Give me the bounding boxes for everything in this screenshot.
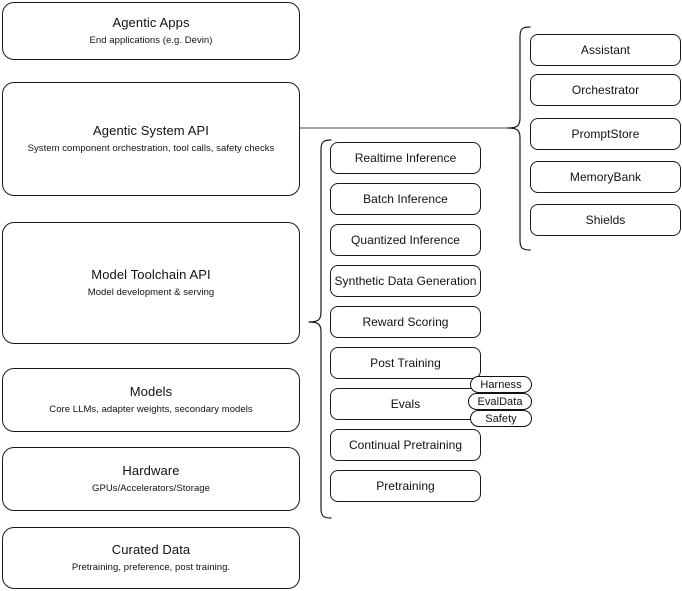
badge-harness[interactable]: Harness [470, 376, 532, 393]
layer-subtitle: System component orchestration, tool cal… [27, 143, 275, 154]
layer-models[interactable]: Models Core LLMs, adapter weights, secon… [2, 368, 300, 432]
layer-title: Model Toolchain API [91, 267, 211, 282]
node-continual-pretraining[interactable]: Continual Pretraining [330, 429, 481, 461]
badge-evaldata[interactable]: EvalData [468, 393, 532, 410]
node-promptstore[interactable]: PromptStore [530, 118, 681, 150]
layer-curated-data[interactable]: Curated Data Pretraining, preference, po… [2, 527, 300, 589]
layer-title: Hardware [122, 463, 180, 478]
node-reward-scoring[interactable]: Reward Scoring [330, 306, 481, 338]
node-synthetic-data-generation[interactable]: Synthetic Data Generation [330, 265, 481, 297]
layer-subtitle: Model development & serving [87, 287, 215, 298]
toolchain-components-brace [308, 139, 332, 519]
layer-subtitle: Pretraining, preference, post training. [71, 562, 231, 573]
node-realtime-inference[interactable]: Realtime Inference [330, 142, 481, 174]
node-orchestrator[interactable]: Orchestrator [530, 74, 681, 106]
node-pretraining[interactable]: Pretraining [330, 470, 481, 502]
node-memorybank[interactable]: MemoryBank [530, 161, 681, 193]
layer-title: Curated Data [111, 542, 191, 557]
layer-title: Agentic System API [93, 123, 209, 138]
layer-agentic-system-api[interactable]: Agentic System API System component orch… [2, 82, 300, 196]
layer-model-toolchain-api[interactable]: Model Toolchain API Model development & … [2, 222, 300, 344]
layer-hardware[interactable]: Hardware GPUs/Accelerators/Storage [2, 447, 300, 511]
badge-safety[interactable]: Safety [470, 410, 532, 427]
node-shields[interactable]: Shields [530, 204, 681, 236]
node-post-training[interactable]: Post Training [330, 347, 481, 379]
layer-subtitle: GPUs/Accelerators/Storage [92, 483, 210, 494]
layer-agentic-apps[interactable]: Agentic Apps End applications (e.g. Devi… [2, 2, 300, 60]
layer-title: Agentic Apps [112, 15, 190, 30]
system-components-brace [507, 26, 531, 251]
layer-title: Models [129, 384, 173, 399]
layer-subtitle: Core LLMs, adapter weights, secondary mo… [49, 404, 253, 415]
node-evals[interactable]: Evals [330, 388, 481, 420]
node-assistant[interactable]: Assistant [530, 34, 681, 66]
node-batch-inference[interactable]: Batch Inference [330, 183, 481, 215]
layer-subtitle: End applications (e.g. Devin) [89, 35, 213, 46]
node-quantized-inference[interactable]: Quantized Inference [330, 224, 481, 256]
